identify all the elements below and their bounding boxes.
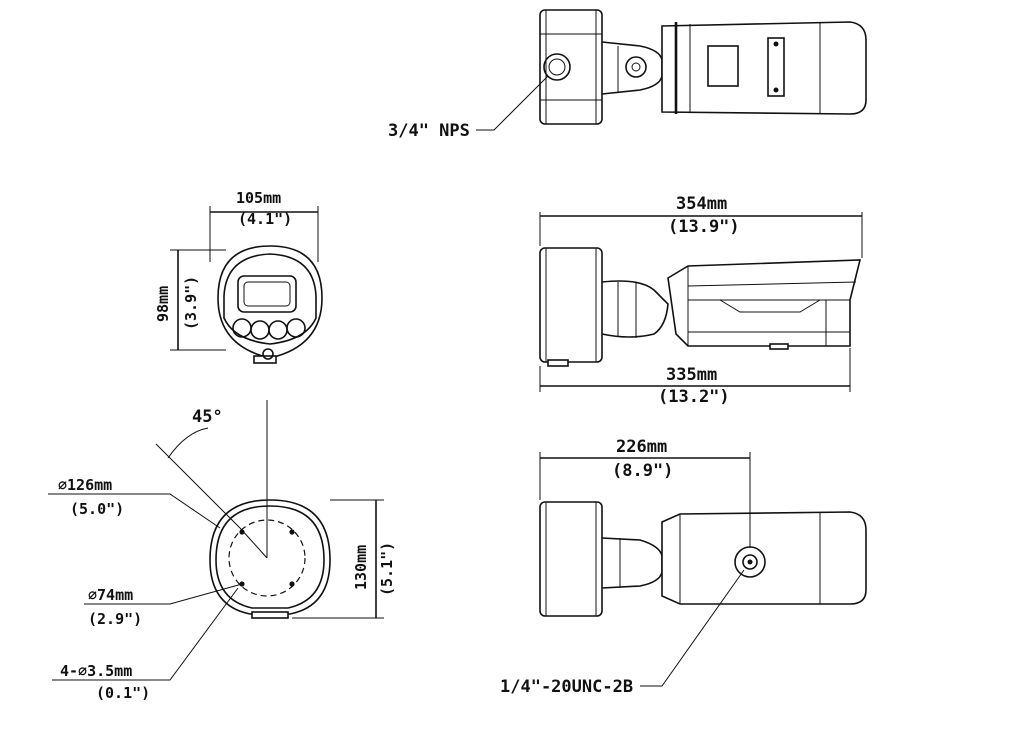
- holes-in: (0.1"): [96, 684, 150, 702]
- front-width-mm: 105mm: [236, 189, 281, 207]
- base-height-mm: 130mm: [352, 545, 370, 590]
- front-height-in: (3.9"): [182, 276, 200, 330]
- bolt-circle-in: (2.9"): [88, 610, 142, 628]
- camera-body-side: [667, 259, 862, 347]
- camera-front-housing: [217, 245, 323, 359]
- junction-box-top: [539, 9, 603, 125]
- side-base-mm: 335mm: [666, 365, 717, 385]
- nps-label: 3/4" NPS: [388, 121, 470, 141]
- front-height-mm: 98mm: [154, 286, 172, 322]
- bottom-view: 226mm (8.9") 1/4"-20UNC-2B: [500, 437, 867, 697]
- top-view: 3/4" NPS: [388, 9, 867, 141]
- side-view: 354mm (13.9") 335mm (13.2"): [539, 194, 863, 407]
- bolt-circle-mm: ∅74mm: [88, 586, 133, 604]
- thread-label: 1/4"-20UNC-2B: [500, 677, 633, 697]
- junction-box-bottom: [539, 501, 603, 617]
- side-length-in: (13.9"): [668, 217, 740, 237]
- base-dia-mm: ∅126mm: [58, 476, 112, 494]
- camera-body-top: [661, 21, 867, 115]
- holes-mm: 4-∅3.5mm: [60, 662, 132, 680]
- nps-leader: [476, 75, 549, 131]
- base-view: 45° ∅126mm (5.0") ∅74mm (2.9") 4-∅3.5mm …: [48, 400, 396, 702]
- mount-base-outline: [209, 499, 331, 615]
- junction-box-side: [539, 247, 603, 363]
- bolt-circle: [228, 519, 306, 597]
- bottom-length-in: (8.9"): [612, 461, 673, 481]
- front-view: 105mm (4.1") 98mm (3.9"): [154, 189, 323, 364]
- side-length-mm: 354mm: [676, 194, 727, 214]
- base-dia-in: (5.0"): [70, 500, 124, 518]
- angle-label: 45°: [192, 407, 223, 427]
- base-height-in: (5.1"): [378, 542, 396, 596]
- lens-window: [237, 275, 297, 313]
- front-width-in: (4.1"): [238, 210, 292, 228]
- side-base-in: (13.2"): [658, 387, 730, 407]
- bottom-length-mm: 226mm: [616, 437, 667, 457]
- nps-port: [543, 53, 571, 81]
